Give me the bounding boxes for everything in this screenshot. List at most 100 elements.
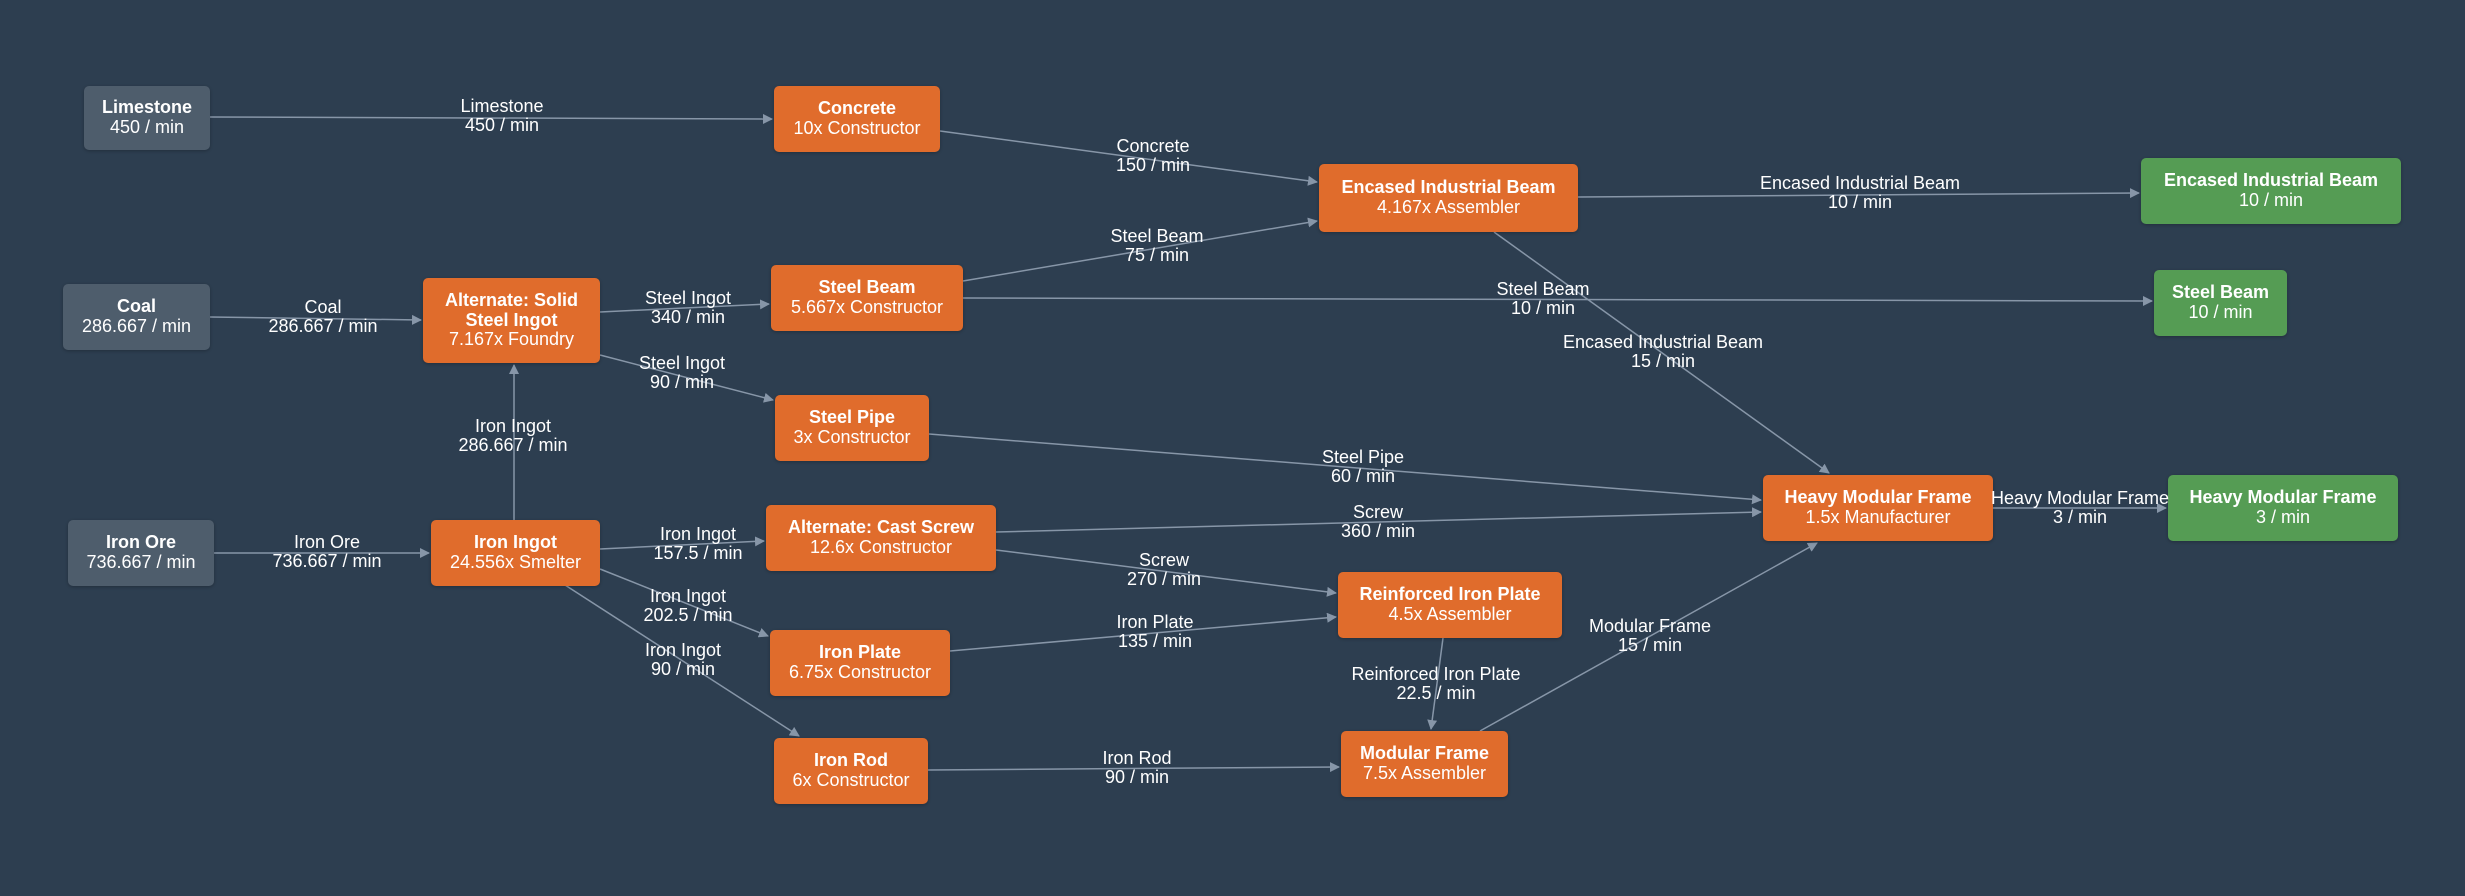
node-subtitle: 24.556x Smelter — [449, 552, 582, 572]
edge-iron_ingot-to-cast_screw — [599, 536, 765, 550]
node-subtitle: 4.5x Assembler — [1388, 604, 1512, 624]
edge-item-label: Screw — [1138, 550, 1190, 571]
edge-item-label: Heavy Modular Frame — [1990, 488, 2170, 509]
node-title: Alternate: Cast Screw — [787, 517, 975, 538]
edge-iron_ingot-to-iron_plate — [599, 568, 769, 638]
node-title: Steel Beam — [818, 277, 916, 298]
node-title: Steel Pipe — [808, 407, 896, 428]
node-subtitle: 1.5x Manufacturer — [1805, 507, 1951, 527]
node-subtitle: 5.667x Constructor — [790, 297, 944, 317]
edge-rate-label: 3 / min — [2052, 507, 2108, 527]
edge-limestone_src-to-concrete — [209, 113, 773, 124]
node-subtitle: 6.75x Constructor — [788, 662, 932, 682]
node-subtitle: 10 / min — [2188, 302, 2253, 322]
node-title: Iron Plate — [818, 642, 902, 663]
edge-iron_ingot-to-iron_rod — [564, 584, 800, 737]
edge-steel_beam-to-encased_beam — [962, 217, 1318, 282]
edge-concrete-to-encased_beam — [939, 130, 1318, 186]
edge-item-label: Steel Pipe — [1321, 447, 1405, 468]
edge-rate-label: 10 / min — [1827, 192, 1893, 212]
edge-item-label: Reinforced Iron Plate — [1351, 664, 1521, 685]
edge-rate-label: 157.5 / min — [653, 543, 743, 563]
edge-rate-label: 15 / min — [1617, 635, 1683, 655]
edge-cast_screw-to-hmf — [995, 507, 1762, 533]
edge-rate-label: 90 / min — [649, 372, 715, 392]
edge-rate-label: 270 / min — [1126, 569, 1202, 589]
edge-rate-label: 75 / min — [1124, 245, 1190, 265]
node-subtitle: 4.167x Assembler — [1376, 197, 1521, 217]
edge-iron_rod-to-modular_frame — [927, 762, 1340, 773]
edge-rate-label: 202.5 / min — [643, 605, 733, 625]
node-subtitle: 10x Constructor — [793, 118, 921, 138]
edge-rate-label: 135 / min — [1117, 631, 1193, 651]
edge-cast_screw-to-rip — [995, 549, 1337, 597]
edge-item-label: Iron Ore — [293, 532, 361, 553]
node-title: Heavy Modular Frame — [1784, 487, 1972, 508]
node-title: Concrete — [817, 98, 897, 119]
node-title: Reinforced Iron Plate — [1359, 584, 1541, 605]
node-title: Alternate: Solid Steel Ingot — [444, 289, 578, 330]
edge-encased_beam-to-hmf — [1493, 231, 1830, 474]
node-subtitle: 6x Constructor — [792, 770, 910, 790]
edge-item-label: Steel Beam — [1496, 279, 1590, 300]
edge-encased_beam-to-out_eib — [1577, 188, 2140, 199]
edge-item-label: Coal — [304, 297, 342, 318]
node-subtitle: 3 / min — [2255, 507, 2311, 527]
edge-steel_beam-to-out_steel_beam — [962, 295, 2153, 306]
edge-rate-label: 286.667 / min — [458, 435, 568, 455]
edge-rate-label: 22.5 / min — [1396, 683, 1476, 703]
edge-rate-label: 60 / min — [1330, 466, 1396, 486]
node-subtitle: 7.167x Foundry — [448, 329, 575, 350]
node-subtitle: 10 / min — [2238, 190, 2304, 210]
edge-item-label: Encased Industrial Beam — [1562, 332, 1764, 353]
edge-rate-label: 360 / min — [1340, 521, 1416, 541]
edge-item-label: Encased Industrial Beam — [1759, 173, 1961, 194]
edge-item-label: Iron Ingot — [644, 640, 722, 661]
edge-item-label: Iron Plate — [1116, 612, 1194, 633]
node-subtitle: 7.5x Assembler — [1362, 763, 1487, 783]
edge-rate-label: 150 / min — [1115, 155, 1191, 175]
edge-rate-label: 90 / min — [650, 659, 716, 679]
edge-rate-label: 10 / min — [1510, 298, 1576, 318]
edge-item-label: Steel Ingot — [638, 353, 726, 374]
edge-coal_src-to-solid_steel — [209, 314, 422, 325]
node-subtitle: 12.6x Constructor — [809, 537, 953, 557]
node-title: Modular Frame — [1359, 743, 1490, 764]
node-title: Steel Beam — [2171, 282, 2270, 303]
